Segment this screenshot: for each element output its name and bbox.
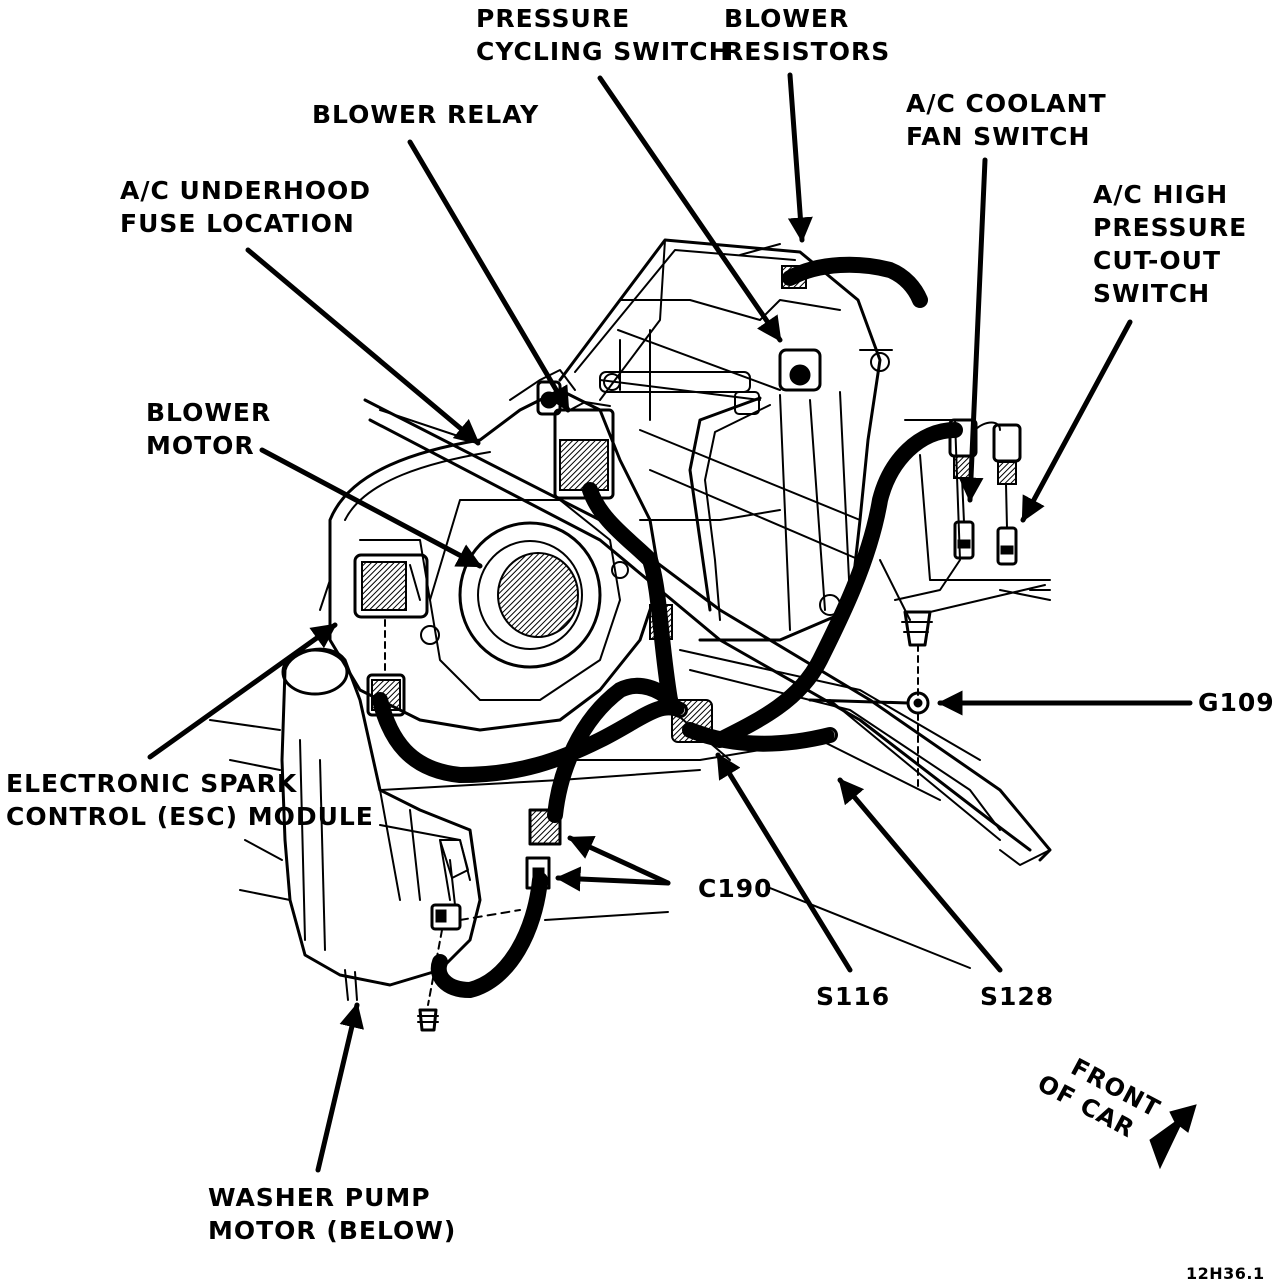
c190-connector [525,808,562,890]
label-pressure-cycling-switch: PRESSURE CYCLING SWITCH [476,4,731,66]
label-s128: S128 [980,982,1055,1011]
washer-pump-bolt [417,929,443,1032]
label-blower-relay: BLOWER RELAY [312,100,540,129]
label-s116: S116 [816,982,891,1011]
ac-switch-connectors [948,418,1022,566]
label-washer-pump-motor: WASHER PUMP MOTOR (BELOW) [208,1183,457,1245]
label-ac-coolant-fan-switch: A/C COOLANT FAN SWITCH [906,89,1107,151]
ac-module-housing [558,238,893,642]
main-wiring-harness [372,422,963,999]
pressure-cycling-switch-part [688,348,822,621]
blower-resistor-harness [781,256,928,308]
label-blower-resistors: BLOWER RESISTORS [724,4,891,66]
label-g109: G109 [1198,688,1275,717]
switch-bracket [879,419,1051,621]
front-of-car-arrow-icon [1149,1104,1197,1170]
label-esc-module: ELECTRONIC SPARK CONTROL (ESC) MODULE [6,769,374,831]
washer-reservoir [209,647,482,1001]
g109-ground [808,584,1046,791]
blower-motor-housing [319,369,662,732]
esc-module-part [353,553,429,717]
figure-id: 12H36.1 [1186,1264,1265,1283]
label-ac-underhood-fuse-location: A/C UNDERHOOD FUSE LOCATION [120,176,372,238]
label-blower-motor: BLOWER MOTOR [146,398,272,460]
label-c190: C190 [698,874,773,903]
leader-arrows [147,72,1193,1173]
label-ac-high-pressure-cutout-switch: A/C HIGH PRESSURE CUT-OUT SWITCH [1093,180,1248,308]
connector-guides [459,909,521,921]
